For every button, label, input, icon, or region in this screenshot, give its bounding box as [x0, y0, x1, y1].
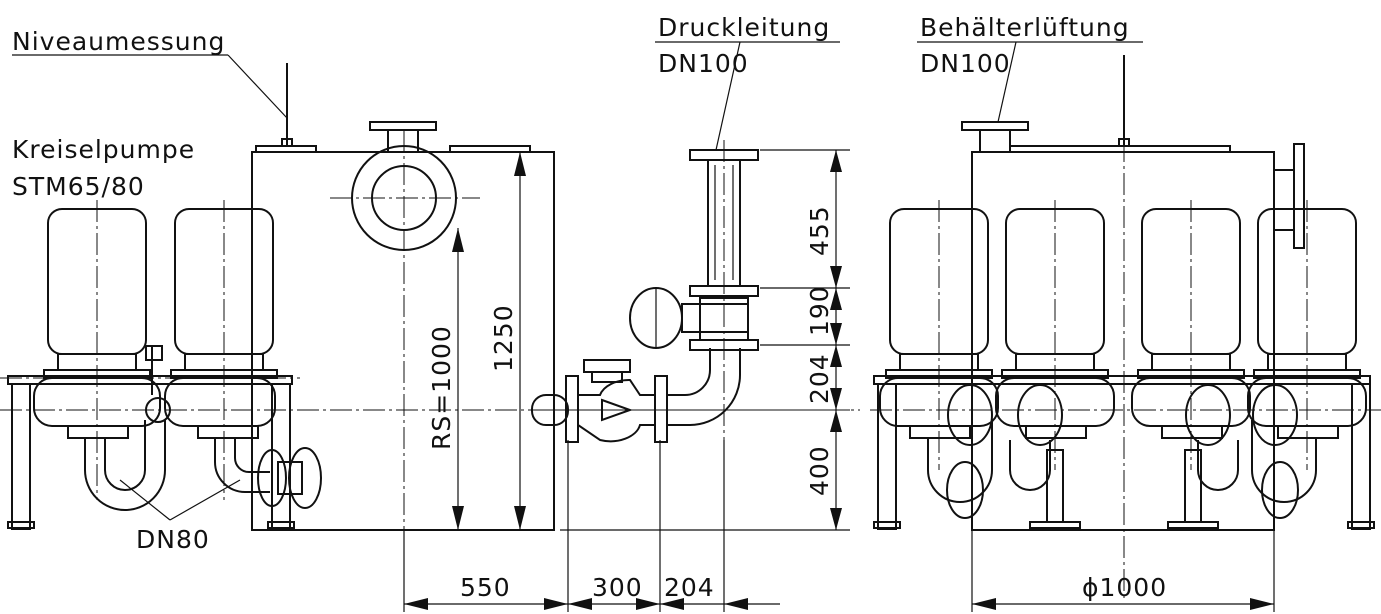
- pump-right-3: [1131, 200, 1251, 491]
- text-labels: Niveaumessung Kreiselpumpe STM65/80 Druc…: [12, 13, 1167, 602]
- ventilation-flange: [961, 121, 1029, 131]
- dim-300: 300: [592, 573, 643, 602]
- pressure-line-assembly: [531, 140, 850, 443]
- pump-left-2: [164, 200, 322, 509]
- top-nozzle-flange: [369, 121, 437, 131]
- label-pump-model: STM65/80: [12, 172, 145, 201]
- label-inlet-dn: DN80: [136, 525, 210, 554]
- left-view: [0, 63, 860, 600]
- pump-left-1: [33, 200, 171, 511]
- dim-rs: RS=1000: [427, 325, 456, 450]
- dim-204-vertical: 204: [805, 353, 834, 404]
- dim-455: 455: [805, 205, 834, 256]
- dimension-lines: [403, 149, 1275, 612]
- flange-2: [654, 375, 668, 443]
- label-level-measurement: Niveaumessung: [12, 27, 225, 56]
- dim-550: 550: [460, 573, 511, 602]
- pump-right-1: [879, 200, 999, 519]
- label-pressure-line: Druckleitung: [658, 13, 830, 42]
- pump-right-2: [995, 200, 1115, 491]
- dim-400: 400: [805, 445, 834, 496]
- leaders: [12, 41, 1143, 521]
- label-pressure-line-dn: DN100: [658, 49, 749, 78]
- label-tank-ventilation-dn: DN100: [920, 49, 1011, 78]
- dim-204-horizontal: 204: [664, 573, 715, 602]
- pump-right-4: [1247, 200, 1367, 519]
- check-valve: [577, 378, 656, 443]
- right-view: [870, 55, 1381, 600]
- dim-diameter: ϕ1000: [1082, 573, 1167, 602]
- label-centrifugal-pump: Kreiselpumpe: [12, 135, 195, 164]
- dim-190: 190: [805, 285, 834, 336]
- label-tank-ventilation: Behälterlüftung: [920, 13, 1130, 42]
- dim-tank-height: 1250: [489, 304, 518, 372]
